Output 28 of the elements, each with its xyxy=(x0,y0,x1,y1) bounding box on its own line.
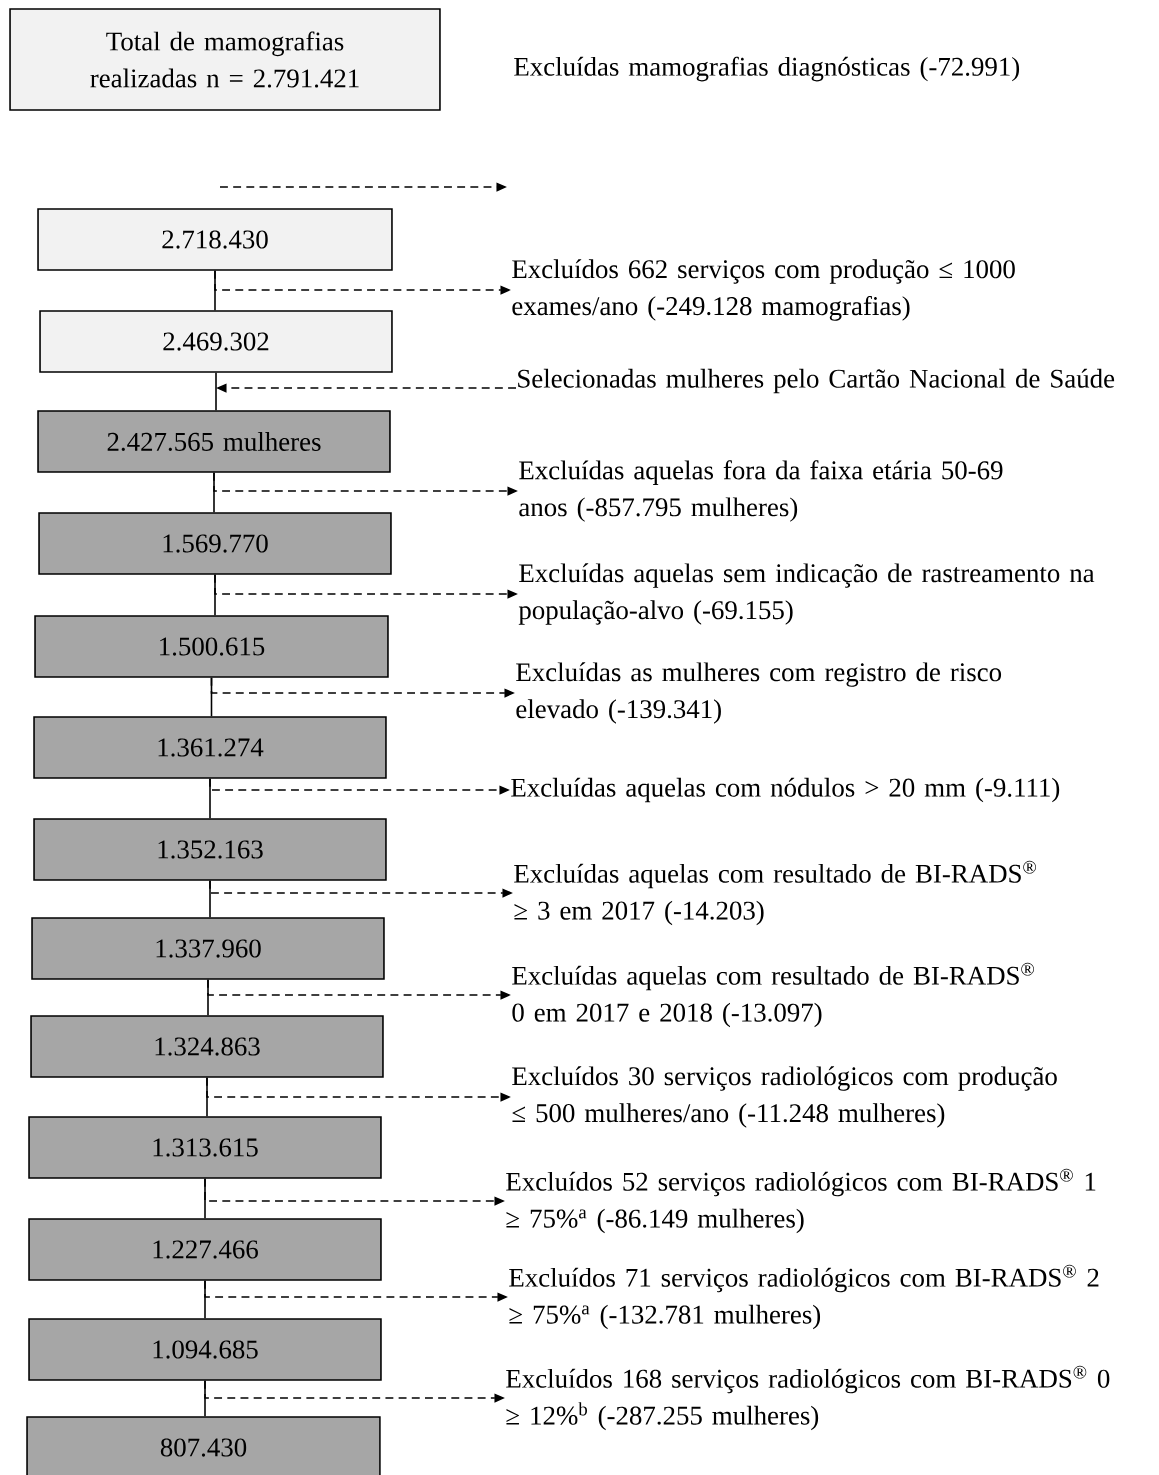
count-box: 1.094.685 xyxy=(28,1318,382,1381)
count-box: 1.337.960 xyxy=(31,917,385,980)
count-box: 2.718.430 xyxy=(37,208,393,271)
exclusion-note: Excluídas aquelas fora da faixa etária 50-69 anos (-857.795 mulheres) xyxy=(519,460,1003,522)
count-box: 1.569.770 xyxy=(38,512,392,575)
count-box: 807.430 xyxy=(26,1416,381,1475)
connector-line xyxy=(215,372,217,412)
count-box: Total de mamografias realizadas n = 2.791.421 xyxy=(9,8,441,111)
count-box: 1.313.615 xyxy=(28,1116,382,1179)
count-box: 1.361.274 xyxy=(33,716,387,779)
count-box: 1.352.163 xyxy=(33,818,387,881)
exclusion-note: Selecionadas mulheres pelo Cartão Nacional de Saúde xyxy=(518,368,1115,394)
exclusion-note: Excluídas as mulheres com registro de risco elevado (-139.341) xyxy=(516,662,1002,724)
count-box: 1.500.615 xyxy=(34,615,389,678)
exclusion-note: Excluídos 168 serviços radiológicos com BI-RADS$^{®}$ 0 ≥ 12%$^{b}$ (-287.255 mulheres) xyxy=(506,1365,1110,1431)
exclusion-note: Excluídos 71 serviços radiológicos com BI-RADS$^{®}$ 2 ≥ 75%$^{a}$ (-132.781 mulheres) xyxy=(509,1264,1099,1330)
count-box: 1.227.466 xyxy=(28,1218,382,1281)
count-box: 1.324.863 xyxy=(30,1015,384,1078)
exclusion-note: Excluídas mamografias diagnósticas (-72.991) xyxy=(514,56,1020,82)
exclusion-note: Excluídas aquelas com resultado de BI-RADS$^{®}$ ≥ 3 em 2017 (-14.203) xyxy=(514,860,1036,926)
exclusion-note: Excluídas aquelas sem indicação de rastreamento na população-alvo (-69.155) xyxy=(518,563,1095,625)
exclusion-note: Excluídos 662 serviços com produção ≤ 1000 exames/ano (-249.128 mamografias) xyxy=(512,259,1015,321)
count-box: 2.469.302 xyxy=(39,310,393,373)
exclusion-note: Excluídas aquelas com nódulos > 20 mm (-9.111) xyxy=(511,777,1060,803)
count-box: 2.427.565 mulheres xyxy=(37,410,391,473)
exclusion-note: Excluídas aquelas com resultado de BI-RADS$^{®}$ 0 em 2017 e 2018 (-13.097) xyxy=(512,962,1034,1028)
exclusion-note: Excluídos 52 serviços radiológicos com BI-RADS$^{®}$ 1 ≥ 75%$^{a}$ (-86.149 mulheres) xyxy=(506,1168,1096,1234)
exclusion-note: Excluídos 30 serviços radiológicos com produção ≤ 500 mulheres/ano (-11.248 mulheres) xyxy=(512,1066,1057,1128)
